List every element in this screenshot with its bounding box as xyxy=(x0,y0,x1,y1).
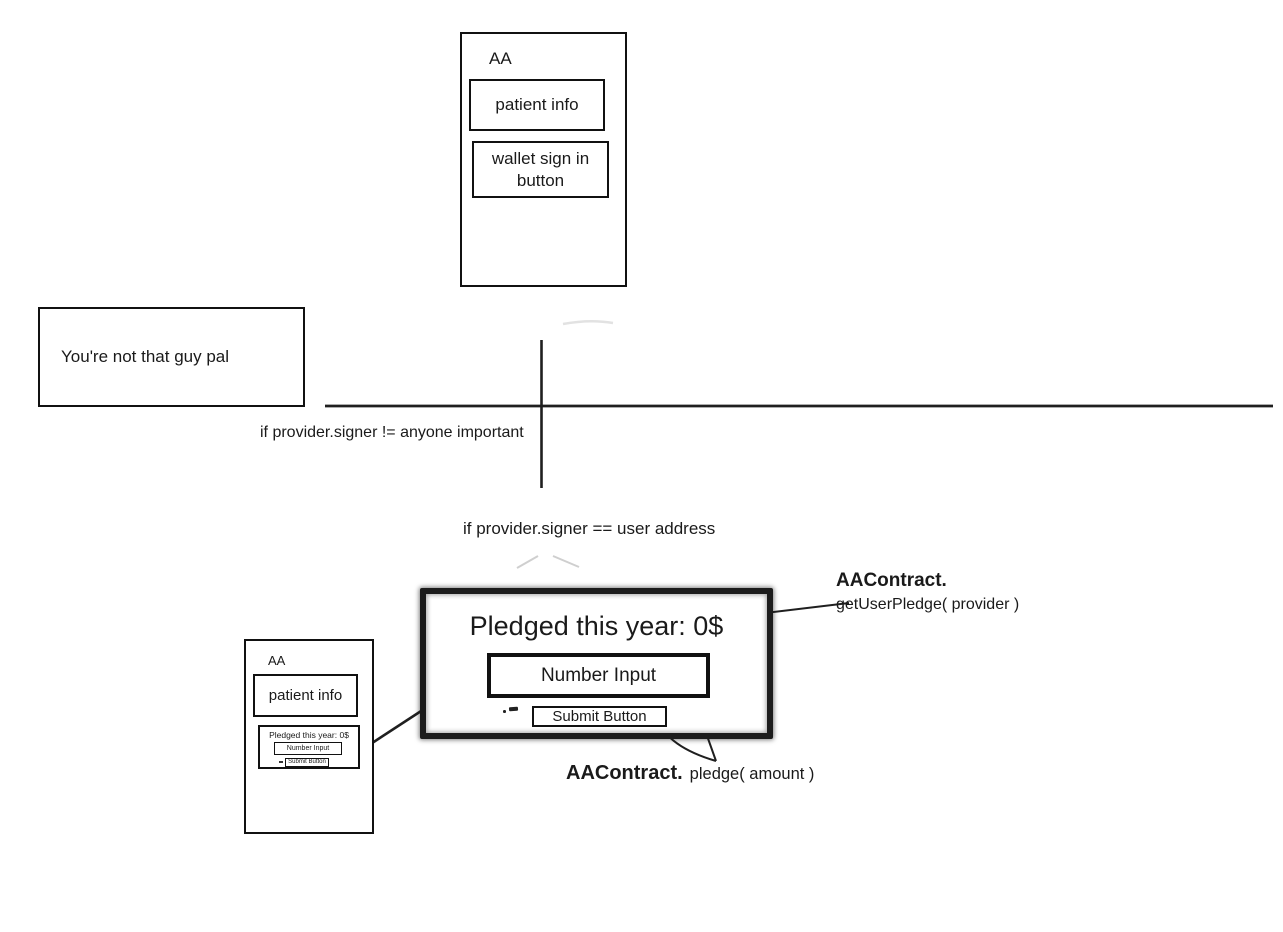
rejection-note-text: You're not that guy pal xyxy=(61,347,230,366)
condition-user-address: if provider.signer == user address xyxy=(463,519,716,538)
top-app-label: AA xyxy=(489,49,512,68)
number-input-label: Number Input xyxy=(540,664,657,686)
faint-sketch-mark xyxy=(562,320,614,326)
callout-pledge: AAContract. pledge( amount ) xyxy=(566,762,814,785)
faint-caret-marks xyxy=(516,555,580,569)
wallet-sign-in-label: wallet sign in button xyxy=(491,149,590,190)
mini-number-input[interactable]: Number Input xyxy=(274,742,342,755)
mini-number-input-label: Number Input xyxy=(286,745,330,752)
pledge-panel: Pledged this year: 0$ Number Input Submi… xyxy=(420,588,773,739)
callout-getuserpledge-contract: AAContract. xyxy=(836,570,947,591)
condition-not-important: if provider.signer != anyone important xyxy=(260,424,524,441)
mini-patient-info-label: patient info xyxy=(268,687,343,704)
callout-pledge-method: pledge( amount ) xyxy=(689,765,815,783)
callout-getuserpledge-method: getUserPledge( provider ) xyxy=(836,596,1020,613)
top-app-wireframe: AA patient info wallet sign in button xyxy=(460,32,627,287)
patient-info-box: patient info xyxy=(469,79,605,131)
mini-app-wireframe: AA patient info Pledged this year: 0$ Nu… xyxy=(244,639,374,834)
mini-submit-button[interactable]: Submit Button xyxy=(285,758,329,767)
mini-ink-dash-mark xyxy=(279,761,283,763)
rejection-note-box: You're not that guy pal xyxy=(38,307,305,407)
pledge-title: Pledged this year: 0$ xyxy=(469,611,724,641)
ink-dot-mark xyxy=(503,710,506,713)
mini-pledge-title: Pledged this year: 0$ xyxy=(269,730,349,740)
mini-pledge-panel: Pledged this year: 0$ Number Input Submi… xyxy=(258,725,360,769)
number-input[interactable]: Number Input xyxy=(487,653,710,698)
submit-button-label: Submit Button xyxy=(552,708,647,725)
wallet-sign-in-button[interactable]: wallet sign in button xyxy=(472,141,609,198)
ink-dash-mark xyxy=(508,706,519,711)
submit-button[interactable]: Submit Button xyxy=(532,706,667,727)
mini-patient-info-box: patient info xyxy=(253,674,358,717)
callout-pledge-contract: AAContract. xyxy=(566,762,683,784)
mini-submit-button-label: Submit Button xyxy=(288,759,326,765)
mini-app-label: AA xyxy=(268,653,286,668)
patient-info-label: patient info xyxy=(495,95,579,114)
